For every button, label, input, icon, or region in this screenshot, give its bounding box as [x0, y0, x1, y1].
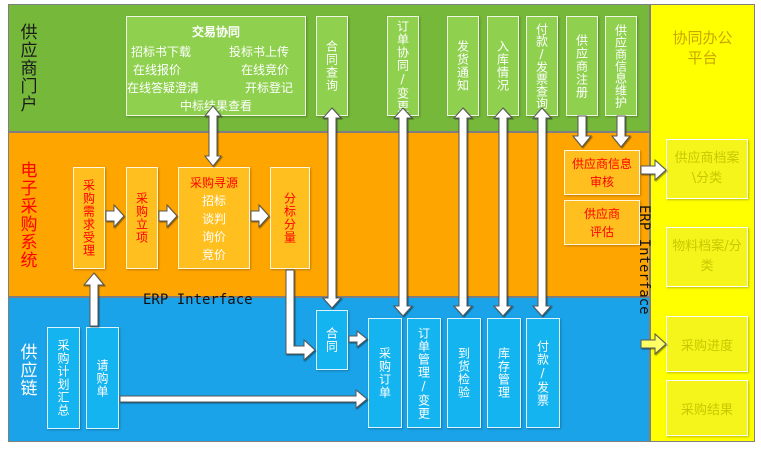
result-box[interactable]: 采购结果	[666, 380, 748, 436]
supplier-eval-box[interactable]: 供应商评估	[564, 200, 640, 245]
trade-item-online-bidding: 在线竞价	[241, 63, 290, 77]
trade-item-tender-download: 招标书下载	[131, 45, 192, 59]
supplier-eval-text: 供应商评估	[583, 206, 620, 239]
trade-item-bid-opening: 开标登记	[245, 81, 294, 95]
requisition-box[interactable]: 请购单	[86, 327, 119, 429]
sourcing-negotiation: 谈判	[201, 212, 226, 226]
erp-interface-vertical-label: ERP Interface	[636, 205, 652, 315]
order-sync-box[interactable]: 订单协同/变更	[387, 16, 419, 116]
supply-chain-label: 供应链	[16, 343, 37, 397]
stock-status-box[interactable]: 入库情况	[487, 16, 519, 116]
purchase-order-box[interactable]: 采购订单	[368, 318, 402, 428]
supplier-audit-box[interactable]: 供应商信息审核	[564, 150, 640, 195]
trade-item-online-quote: 在线报价	[133, 63, 182, 77]
office-platform-label: 协同办公平台	[655, 22, 750, 74]
erp-interface-label: ERP Interface	[143, 292, 253, 308]
supplier-archive-box[interactable]: 供应商档案\分类	[666, 139, 748, 199]
e-procurement-label: 电子采购系统	[16, 161, 37, 269]
pay-invoice-query-box[interactable]: 付款/发票查询	[526, 16, 558, 116]
arrival-inspection-box[interactable]: 到货检验	[447, 318, 481, 428]
material-archive-text: 物料档案/分类	[672, 239, 742, 274]
progress-box[interactable]: 采购进度	[666, 316, 748, 372]
project-box[interactable]: 采购立项	[126, 167, 158, 269]
pay-invoice-box[interactable]: 付款/发票	[526, 318, 560, 428]
supplier-archive-text: 供应商档案\分类	[674, 151, 740, 186]
trade-item-award-view: 中标结果查看	[179, 99, 252, 113]
plan-summary-box[interactable]: 采购计划汇总	[47, 327, 80, 429]
supplier-audit-text: 供应商信息审核	[572, 156, 633, 189]
material-archive-box[interactable]: 物料档案/分类	[666, 227, 748, 287]
trade-item-bid-upload: 投标书上传	[229, 45, 290, 59]
trade-item-online-qa: 在线答疑澄清	[127, 81, 200, 95]
sourcing-title: 采购寻源	[189, 176, 238, 190]
stock-mgmt-box[interactable]: 库存管理	[487, 318, 521, 428]
demand-box[interactable]: 采购需求受理	[73, 167, 105, 269]
supplier-portal-label: 供应商门户	[16, 23, 37, 113]
supplier-register-box[interactable]: 供应商注册	[566, 16, 598, 116]
sourcing-box[interactable]: 采购寻源 招标 谈判 询价 竞价	[178, 167, 250, 269]
split-box[interactable]: 分标分量	[270, 167, 310, 269]
contract-query-box[interactable]: 合同查询	[316, 16, 348, 116]
supplier-info-box[interactable]: 供应商信息维护	[605, 16, 637, 116]
trade-collaboration-box[interactable]: 交易协同 招标书下载 投标书上传 在线报价 在线竞价 在线答疑澄清 开标登记 中…	[126, 16, 306, 116]
sourcing-auction: 竞价	[201, 248, 226, 262]
order-mgmt-box[interactable]: 订单管理/变更	[407, 318, 441, 428]
ship-notice-box[interactable]: 发货通知	[447, 16, 479, 116]
contract-box[interactable]: 合同	[316, 310, 348, 370]
sourcing-tender: 招标	[201, 194, 226, 208]
office-platform-text: 协同办公平台	[672, 29, 733, 67]
trade-title: 交易协同	[191, 25, 240, 39]
sourcing-inquiry: 询价	[201, 230, 226, 244]
